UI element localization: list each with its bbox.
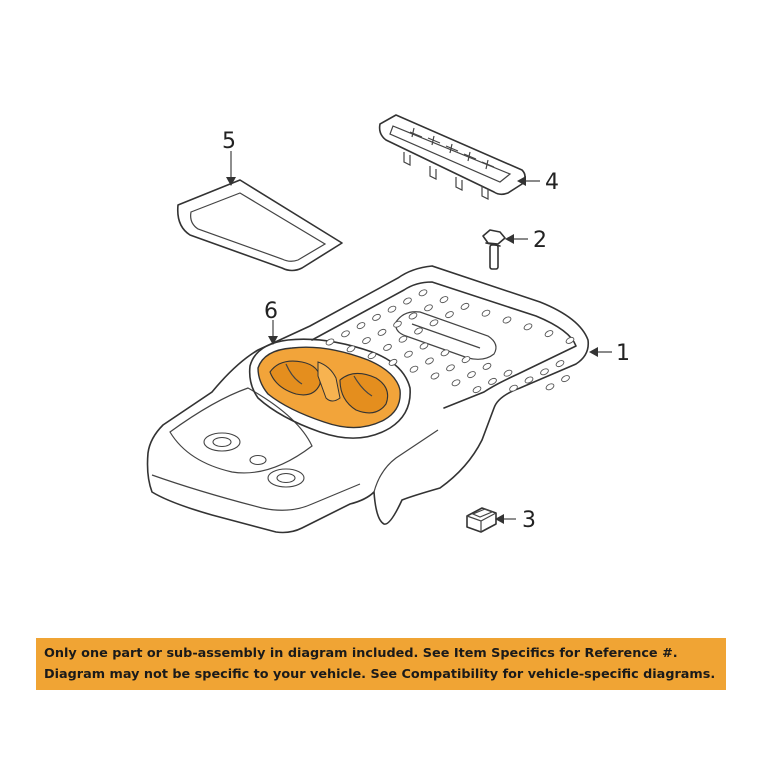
plate-hole (409, 365, 419, 373)
plate-hole (488, 377, 497, 385)
plate-hole (398, 335, 408, 343)
plate-hole (460, 302, 470, 310)
part-5-lid-pad (176, 179, 343, 272)
plate-hole (451, 379, 461, 387)
plate-hole (467, 371, 476, 379)
arrow-1-icon (589, 347, 598, 357)
plate-hole (414, 327, 423, 335)
plate-hole (325, 338, 335, 346)
plate-hole (356, 322, 366, 330)
callout-2: 2 (533, 228, 547, 253)
part-1-console (146, 265, 590, 534)
plate-hole (408, 312, 418, 320)
plate-hole (540, 368, 549, 376)
plate-hole (403, 297, 412, 305)
plate-hole (429, 319, 439, 327)
plate-hole (440, 349, 450, 357)
plate-hole (555, 360, 565, 368)
plate-hole (377, 328, 387, 336)
plate-hole (472, 386, 482, 394)
disclaimer-banner: Only one part or sub-assembly in diagram… (36, 638, 726, 690)
callout-4: 4 (545, 170, 559, 195)
callout-6: 6 (264, 299, 278, 324)
plate-hole (372, 313, 381, 321)
plate-hole (388, 358, 398, 366)
plate-hole (418, 289, 428, 297)
plate-hole (439, 296, 449, 304)
plate-hole (346, 345, 356, 353)
plate-hole (481, 309, 491, 317)
callout-1: 1 (616, 341, 630, 366)
plate-hole (367, 352, 377, 360)
arrow-2-icon (505, 234, 514, 244)
arrow-5-icon (226, 177, 236, 186)
plate-hole (383, 343, 392, 351)
part-3-clip (466, 507, 497, 533)
part-2-screw (482, 229, 506, 270)
plate-hole (503, 369, 513, 377)
part-6-cupholder-insert (257, 346, 401, 429)
plate-hole (430, 372, 440, 380)
plate-hole (446, 364, 455, 372)
plate-hole (565, 336, 575, 344)
plate-hole (544, 330, 554, 338)
callout-3: 3 (522, 508, 536, 533)
plate-hole (461, 356, 471, 364)
plate-hole (445, 311, 454, 319)
callout-5: 5 (222, 129, 236, 154)
plate-hole (424, 304, 433, 312)
plate-hole (404, 350, 413, 358)
plate-hole (524, 376, 534, 384)
arrow-6-icon (268, 336, 278, 345)
plate-hole-pattern (325, 289, 575, 394)
plate-hole (482, 362, 492, 370)
plate-hole (425, 357, 434, 365)
plate-hole (341, 330, 350, 338)
arrow-4-icon (517, 176, 526, 186)
disclaimer-line-2: Diagram may not be specific to your vehi… (44, 667, 716, 682)
plate-hole (523, 323, 533, 331)
plate-hole (502, 316, 512, 324)
part-4-nameplate (378, 114, 526, 200)
plate-hole (362, 337, 371, 345)
arrow-3-icon (495, 514, 504, 524)
plate-hole (545, 383, 555, 391)
plate-hole (509, 384, 518, 392)
plate-hole (393, 320, 402, 328)
plate-hole (419, 342, 429, 350)
disclaimer-line-1: Only one part or sub-assembly in diagram… (44, 646, 678, 661)
plate-hole (561, 375, 570, 383)
plate-hole (387, 305, 397, 313)
